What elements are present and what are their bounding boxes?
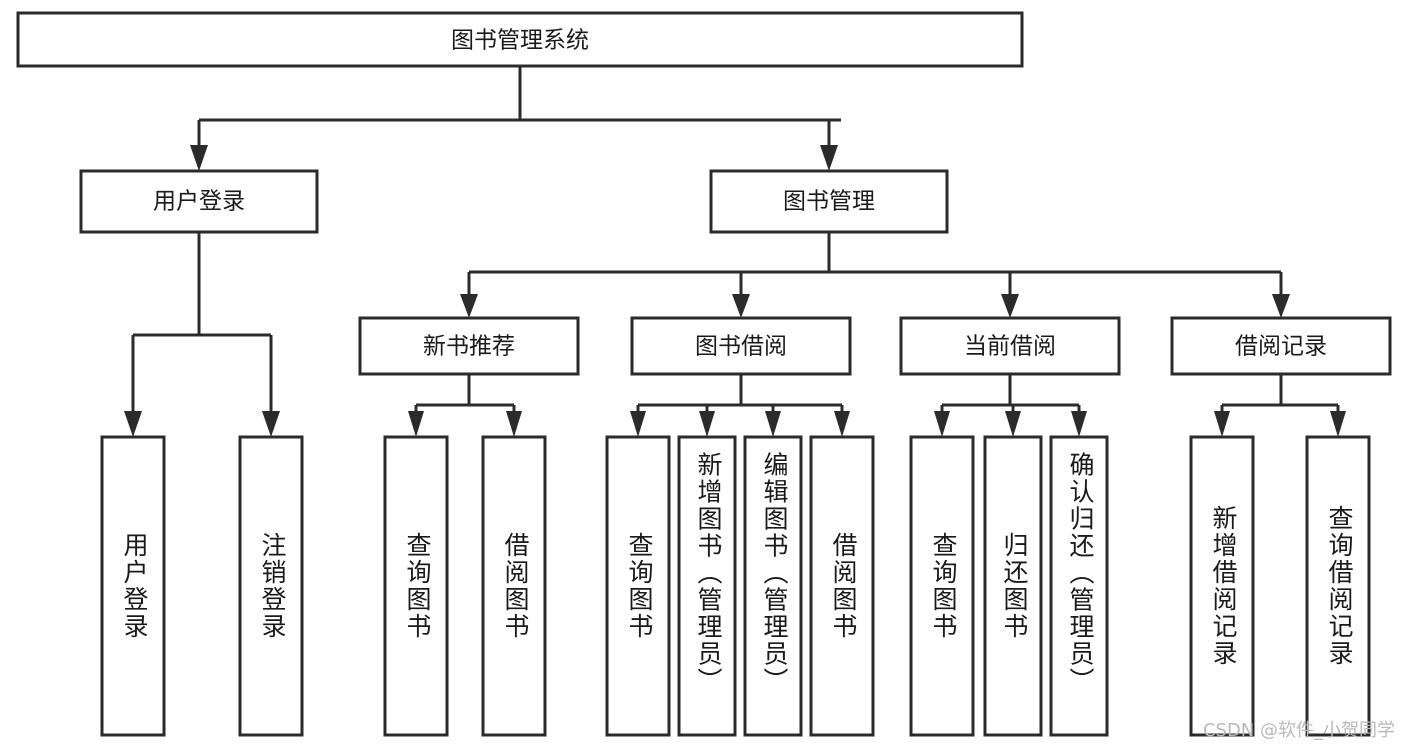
leaf-label-query-book-current: 查询图书 xyxy=(929,532,958,640)
node-new-book-rec-box[interactable] xyxy=(358,316,580,376)
leaf-box-confirm-return[interactable] xyxy=(1049,435,1109,737)
leaf-label-query-book-borrow: 查询图书 xyxy=(625,532,654,640)
leaf-label-confirm-return: 确认归还（管理员） xyxy=(1066,452,1095,695)
node-current-borrow-label: 当前借阅 xyxy=(964,334,1056,360)
arrow-book-borrow xyxy=(732,294,750,318)
arrow-book-mgmt xyxy=(820,145,838,171)
node-user-login[interactable]: 用户登录 xyxy=(79,169,319,234)
leaf-layer: 用户登录 注销登录 查询图书 借阅图书 查询图书 新增图书（管理员） 编辑图书（… xyxy=(100,435,1371,737)
leaf-box-logout[interactable] xyxy=(238,435,304,737)
leaf-label-query-book-rec: 查询图书 xyxy=(403,532,432,640)
edge-layer xyxy=(124,66,1346,437)
leaf-box-add-book[interactable] xyxy=(677,435,737,737)
leaf-box-edit-book[interactable] xyxy=(743,435,803,737)
arrow-leaf-borrow-book-rec xyxy=(506,411,522,437)
arrow-leaf-borrow-book xyxy=(834,411,850,437)
leaf-box-query-record[interactable] xyxy=(1305,435,1371,737)
leaf-label-borrow-book: 借阅图书 xyxy=(829,532,858,640)
leaf-label-borrow-book-rec: 借阅图书 xyxy=(501,532,530,640)
node-borrow-record-label: 借阅记录 xyxy=(1235,334,1327,360)
leaf-box-user-login[interactable] xyxy=(100,435,166,737)
leaf-box-add-record[interactable] xyxy=(1189,435,1255,737)
leaf-box-query-book-borrow[interactable] xyxy=(605,435,671,737)
arrow-borrow-record xyxy=(1272,294,1290,318)
leaf-label-edit-book: 编辑图书（管理员） xyxy=(760,452,789,695)
arrow-leaf-confirm-return xyxy=(1071,411,1087,437)
node-root-box[interactable] xyxy=(16,11,1024,68)
arrow-leaf-query-book-current xyxy=(934,411,950,437)
leaf-label-user-login: 用户登录 xyxy=(120,532,149,640)
node-new-book-rec-label: 新书推荐 xyxy=(423,334,515,360)
leaf-label-add-book: 新增图书（管理员） xyxy=(694,452,723,695)
node-user-login-label: 用户登录 xyxy=(153,189,245,215)
node-root[interactable]: 图书管理系统 xyxy=(16,11,1024,68)
leaf-label-query-record: 查询借阅记录 xyxy=(1325,505,1354,667)
leaf-label-add-record: 新增借阅记录 xyxy=(1209,505,1238,667)
leaf-label-logout: 注销登录 xyxy=(258,532,287,640)
leaf-box-query-book-rec[interactable] xyxy=(383,435,449,737)
node-book-borrow-box[interactable] xyxy=(630,316,852,376)
leaf-box-return-book[interactable] xyxy=(983,435,1043,737)
arrow-user-login xyxy=(190,145,208,171)
leaf-box-borrow-book[interactable] xyxy=(809,435,875,737)
arrow-leaf-return-book xyxy=(1005,411,1021,437)
leaf-box-query-book-current[interactable] xyxy=(909,435,975,737)
node-current-borrow-box[interactable] xyxy=(899,316,1121,376)
node-book-borrow-label: 图书借阅 xyxy=(695,334,787,360)
node-root-label: 图书管理系统 xyxy=(451,28,589,54)
leaf-box-borrow-book-rec[interactable] xyxy=(481,435,547,737)
arrow-leaf-edit-book xyxy=(765,411,781,437)
arrow-leaf-logout xyxy=(262,411,280,437)
arrow-leaf-query-book-rec xyxy=(408,411,424,437)
arrow-leaf-user-login xyxy=(124,411,142,437)
node-current-borrow[interactable]: 当前借阅 xyxy=(899,316,1121,376)
arrow-leaf-add-record xyxy=(1214,411,1230,437)
node-layer: 图书管理系统 用户登录 图书管理 新书推荐 图书借阅 xyxy=(16,11,1392,376)
arrow-leaf-query-record xyxy=(1330,411,1346,437)
node-book-mgmt[interactable]: 图书管理 xyxy=(709,169,949,234)
arrow-leaf-query-book-borrow xyxy=(630,411,646,437)
arrow-leaf-add-book xyxy=(699,411,715,437)
node-borrow-record-box[interactable] xyxy=(1170,316,1392,376)
node-new-book-rec[interactable]: 新书推荐 xyxy=(358,316,580,376)
arrow-current-borrow xyxy=(1001,294,1019,318)
node-book-mgmt-box[interactable] xyxy=(709,169,949,234)
arrow-new-book-rec xyxy=(460,294,478,318)
node-book-borrow[interactable]: 图书借阅 xyxy=(630,316,852,376)
node-book-mgmt-label: 图书管理 xyxy=(783,189,875,215)
node-user-login-box[interactable] xyxy=(79,169,319,234)
node-borrow-record[interactable]: 借阅记录 xyxy=(1170,316,1392,376)
leaf-label-return-book: 归还图书 xyxy=(1000,532,1029,640)
